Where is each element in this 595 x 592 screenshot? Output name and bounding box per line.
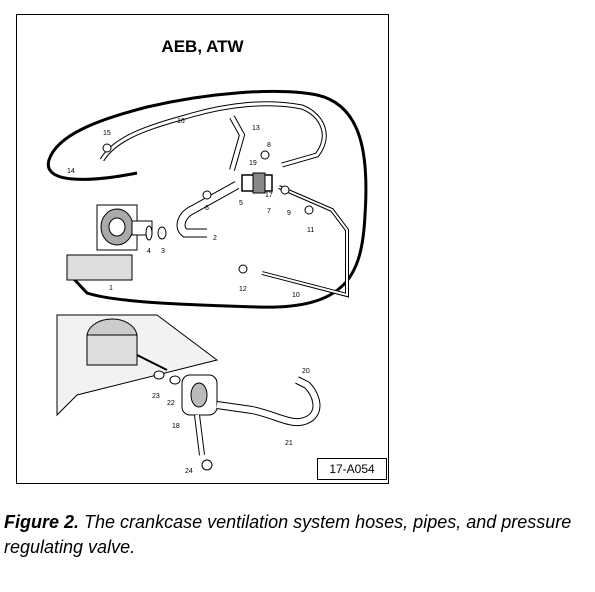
callout-7: 7 [267, 208, 271, 215]
callout-20: 20 [302, 368, 310, 375]
o-ring-22 [169, 375, 181, 385]
callout-23: 23 [152, 393, 160, 400]
clamp-15 [102, 143, 112, 153]
callout-3: 3 [161, 248, 165, 255]
callout-19: 19 [249, 160, 257, 167]
callout-21: 21 [285, 440, 293, 447]
callout-13: 13 [252, 125, 260, 132]
lower-engine-block [56, 314, 219, 417]
callout-22: 22 [167, 400, 175, 407]
callout-16: 16 [177, 118, 185, 125]
oil-separator [181, 374, 218, 416]
callout-11: 11 [307, 227, 314, 234]
figure-caption: Figure 2. The crankcase ventilation syst… [4, 510, 590, 560]
callout-10: 10 [292, 292, 300, 299]
callout-1: 1 [109, 285, 113, 292]
callout-2: 2 [213, 235, 217, 242]
hose-diagram: 1 2 3 4 5 6 7 8 9 10 11 12 13 14 15 16 1… [46, 89, 368, 475]
callout-9: 9 [287, 210, 291, 217]
o-ring-23 [153, 370, 165, 380]
pipe-10 [261, 185, 349, 298]
callout-14: 14 [67, 168, 75, 175]
callout-24: 24 [185, 468, 193, 475]
callout-15: 15 [103, 130, 111, 137]
gasket-3 [157, 226, 167, 240]
clamp-12 [238, 264, 248, 274]
callout-4: 4 [147, 248, 151, 255]
gasket-4 [145, 225, 153, 241]
pressure-regulating-valve [66, 204, 153, 281]
callout-18: 18 [172, 423, 180, 430]
diagram-frame: 1 2 3 4 5 6 7 8 9 10 11 12 13 14 15 16 1… [16, 14, 389, 484]
callout-17: 17 [265, 192, 273, 199]
callout-6: 6 [205, 205, 209, 212]
callout-5: 5 [239, 200, 243, 207]
clamp-8 [260, 150, 270, 160]
caption-text: The crankcase ventilation system hoses, … [4, 512, 572, 557]
callout-12: 12 [239, 286, 247, 293]
diagram-title: AEB, ATW [161, 37, 244, 56]
callout-8: 8 [267, 142, 271, 149]
clamp-9 [280, 185, 290, 195]
assembly-outline [46, 89, 368, 309]
caption-label: Figure 2. [4, 512, 80, 532]
clamp-24 [201, 459, 213, 471]
clamp-11 [304, 205, 314, 215]
clamp-6 [202, 190, 212, 200]
reference-code: 17-A054 [317, 458, 387, 480]
